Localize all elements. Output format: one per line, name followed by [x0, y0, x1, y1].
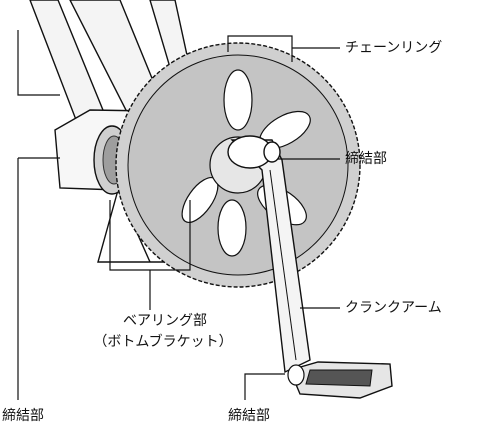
crank-arm-label: クランクアーム	[345, 300, 442, 316]
bottom-bracket-label: （ボトムブラケット）	[93, 334, 233, 350]
pedal	[287, 361, 393, 399]
chainring-label: チェーンリング	[345, 40, 443, 56]
crank-arm	[227, 135, 311, 374]
callout-lines	[17, 30, 340, 400]
pedal-joint-label: 締結部	[228, 408, 270, 424]
crank-joint-label: 締結部	[345, 151, 387, 167]
bearing-label: ベアリング部	[123, 313, 207, 329]
frame-joint-label: 締結部	[2, 408, 44, 424]
